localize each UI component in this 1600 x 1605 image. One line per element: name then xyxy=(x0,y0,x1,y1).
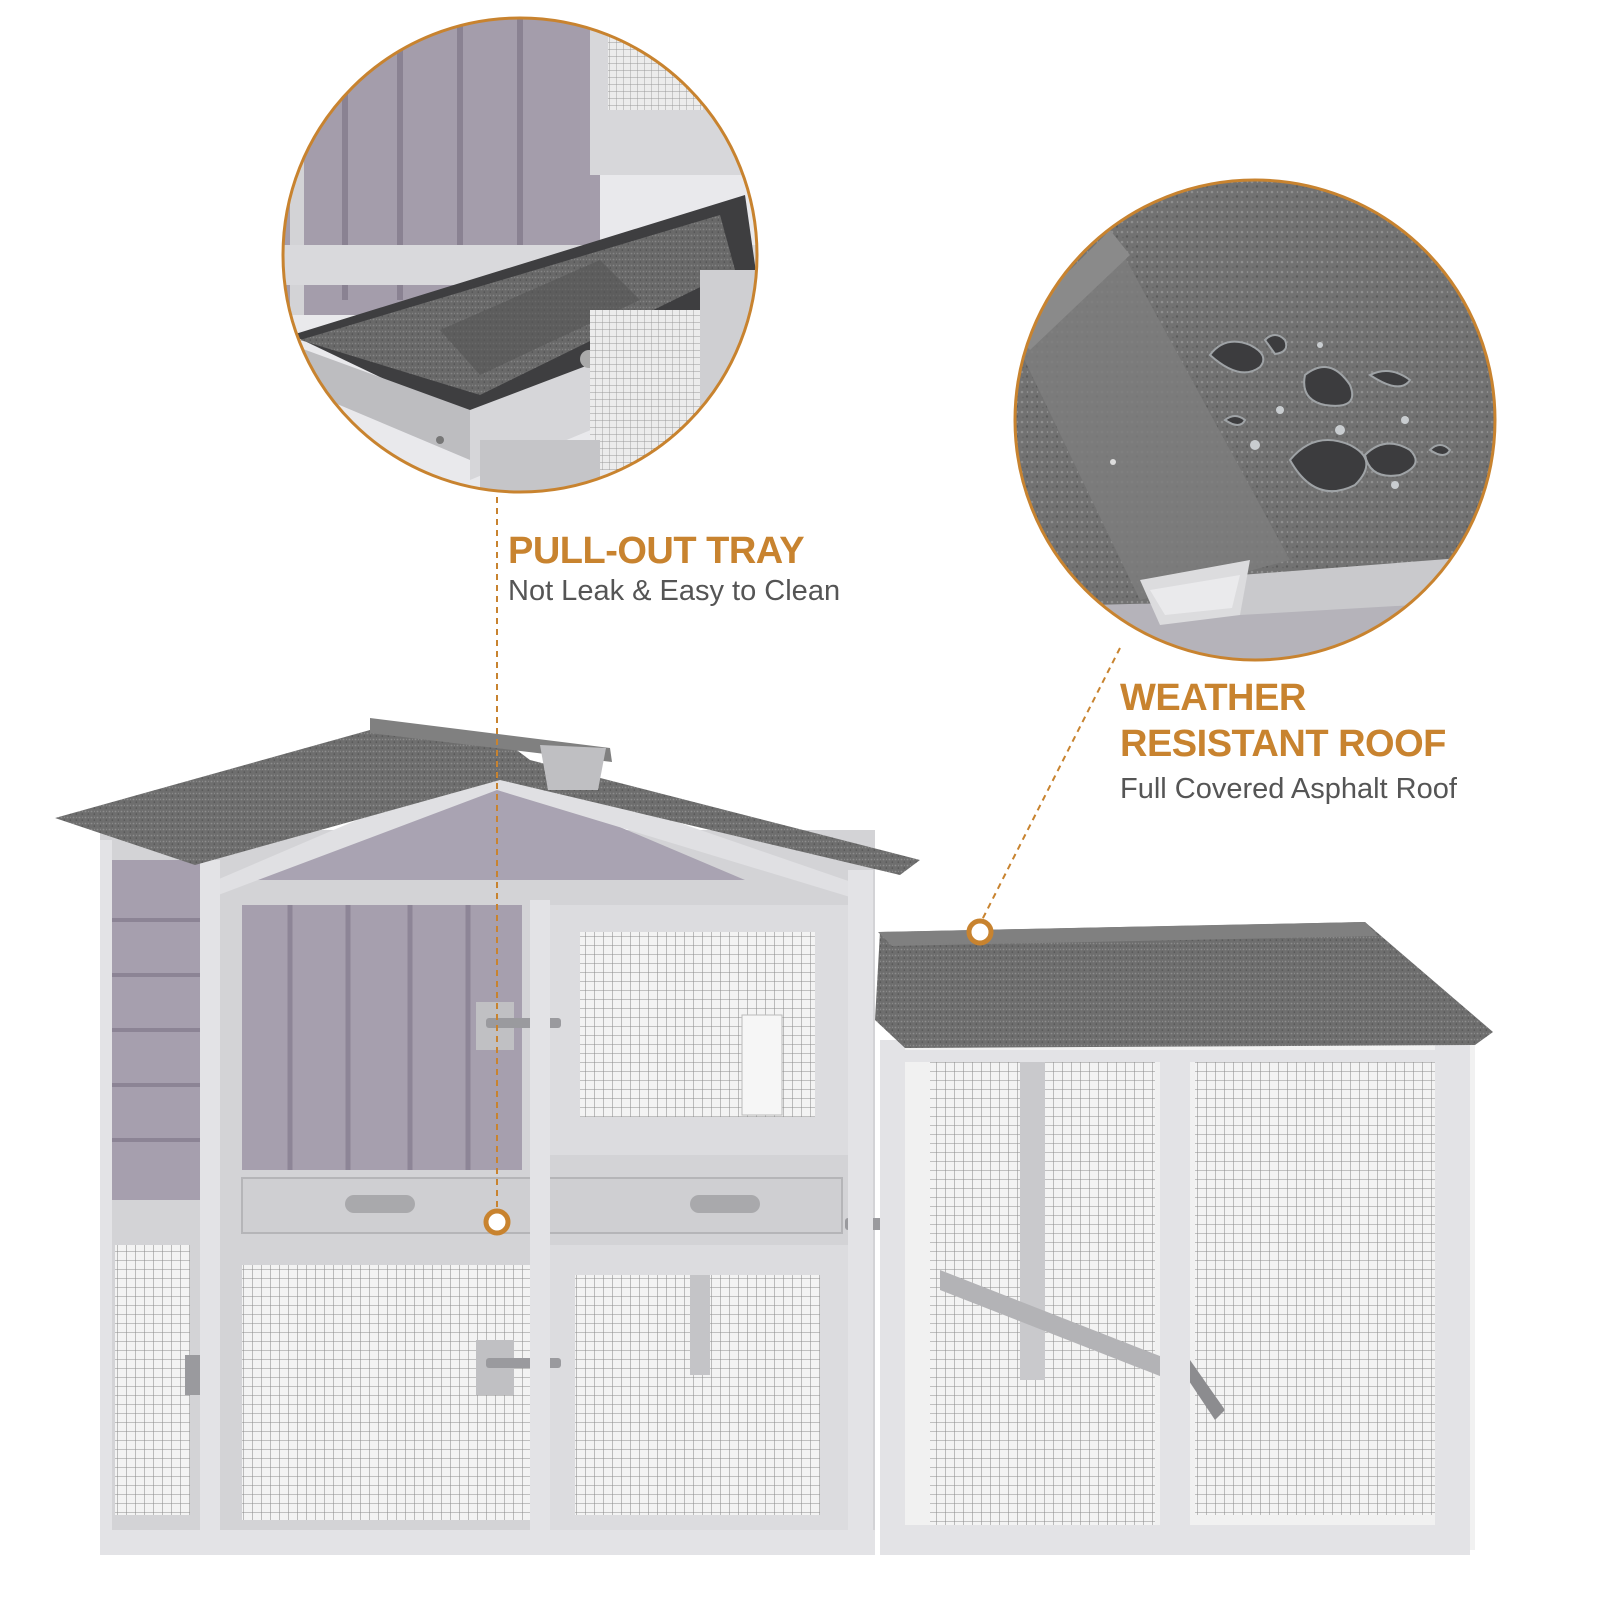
roof-detail-circle xyxy=(1013,178,1497,662)
tray-feature-subtitle: Not Leak & Easy to Clean xyxy=(508,575,841,607)
tray-feature-title: PULL-OUT TRAY xyxy=(508,530,805,572)
roof-feature-subtitle: Full Covered Asphalt Roof xyxy=(1120,773,1457,805)
roof-feature-title-line2: RESISTANT ROOF xyxy=(1120,723,1446,765)
roof-callout-leader xyxy=(966,647,1121,946)
tray-callout-leader xyxy=(483,497,511,1236)
roof-feature-title-line1: WEATHER xyxy=(1120,677,1306,719)
tray-detail-circle xyxy=(281,16,759,494)
rabbit-hutch xyxy=(55,718,1493,1555)
